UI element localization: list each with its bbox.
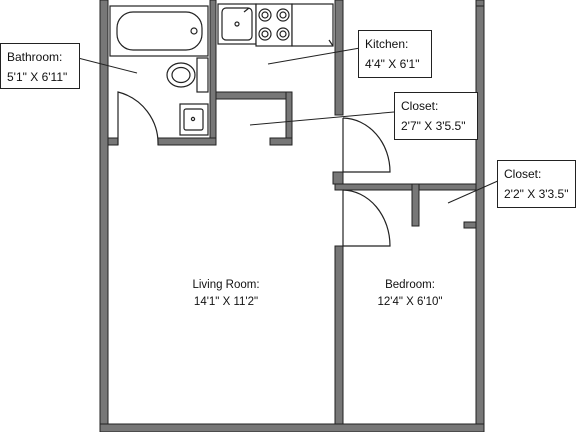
doors — [117, 91, 391, 247]
kitchen-leader — [267, 47, 361, 65]
bathroom-door — [117, 91, 159, 146]
closet1-south-wall — [269, 137, 293, 146]
living-room-size: 14'1" X 11'2" — [194, 296, 258, 308]
closet2-door-jamb — [463, 221, 477, 229]
bathtub — [109, 5, 209, 57]
bedroom-west-wall — [334, 245, 344, 425]
west-wall — [99, 0, 109, 432]
bedroom-size: 12'4" X 6'10" — [378, 296, 443, 308]
burner-4-inner — [279, 30, 287, 38]
bathroom-callout: Bathroom: 5'1" X 6'11" — [0, 43, 80, 89]
refrigerator-hinge — [328, 39, 334, 47]
bathroom-leader — [77, 57, 138, 74]
bath-kitchen-wall — [209, 0, 217, 146]
bathroom-size: 5'1" X 6'11" — [7, 70, 68, 84]
closet1-size: 2'7" X 3'5.5" — [401, 119, 466, 133]
closet1-leader — [249, 111, 395, 126]
closet1-name: Closet: — [401, 99, 439, 113]
kitchen-sink-drain — [234, 21, 240, 27]
closet2-callout: Closet: 2'2" X 3'3.5" — [497, 160, 576, 208]
bathroom-name: Bathroom: — [7, 50, 63, 64]
burner-2-inner — [279, 11, 287, 19]
closet1-callout: Closet: 2'7" X 3'5.5" — [394, 92, 478, 140]
toilet-tank — [196, 57, 209, 93]
interior-walls — [107, 0, 477, 425]
vanity-drain — [190, 116, 196, 122]
kitchen-size: 4'4" X 6'1" — [365, 57, 420, 71]
bathroom-sink-icon — [179, 103, 209, 136]
closet1-north-wall — [215, 91, 293, 100]
kitchen-name: Kitchen: — [365, 37, 409, 51]
closet2-leader — [447, 179, 501, 204]
refrigerator — [291, 3, 334, 47]
bedroom-name: Bedroom: — [385, 279, 435, 291]
bedroom-door-jamb-upper — [332, 171, 344, 185]
north-east-wall — [475, 0, 485, 7]
kitchen-callout: Kitchen: 4'4" X 6'1" — [358, 30, 432, 78]
refrigerator-icon — [291, 3, 334, 47]
bedroom-north-wall — [334, 183, 477, 191]
closet2-name: Closet: — [504, 167, 542, 181]
south-wall — [99, 423, 485, 432]
kitchen-sink-icon — [217, 3, 257, 45]
leader-lines — [77, 47, 501, 204]
closet2-size: 2'2" X 3'3.5" — [504, 187, 569, 201]
burner-1-inner — [261, 11, 269, 19]
bathtub-drain-icon — [190, 27, 198, 35]
closet1-east-wall — [285, 91, 293, 146]
bath-south-wall-left — [107, 137, 119, 146]
burner-3-inner — [261, 30, 269, 38]
bath-south-wall-right — [157, 137, 217, 146]
kitchen-east-wall — [334, 0, 344, 116]
bathtub-inner — [116, 11, 203, 51]
east-wall — [475, 0, 485, 432]
toilet-icon — [166, 57, 209, 93]
closet2-west-wall — [411, 183, 420, 227]
kitchen-faucet — [243, 7, 250, 13]
toilet-seat — [171, 66, 191, 84]
outer-walls — [99, 0, 485, 432]
kitchen-door — [342, 117, 391, 173]
living-room-name: Living Room: — [192, 279, 259, 291]
bedroom-door — [342, 189, 391, 247]
stove-icon — [255, 3, 293, 47]
